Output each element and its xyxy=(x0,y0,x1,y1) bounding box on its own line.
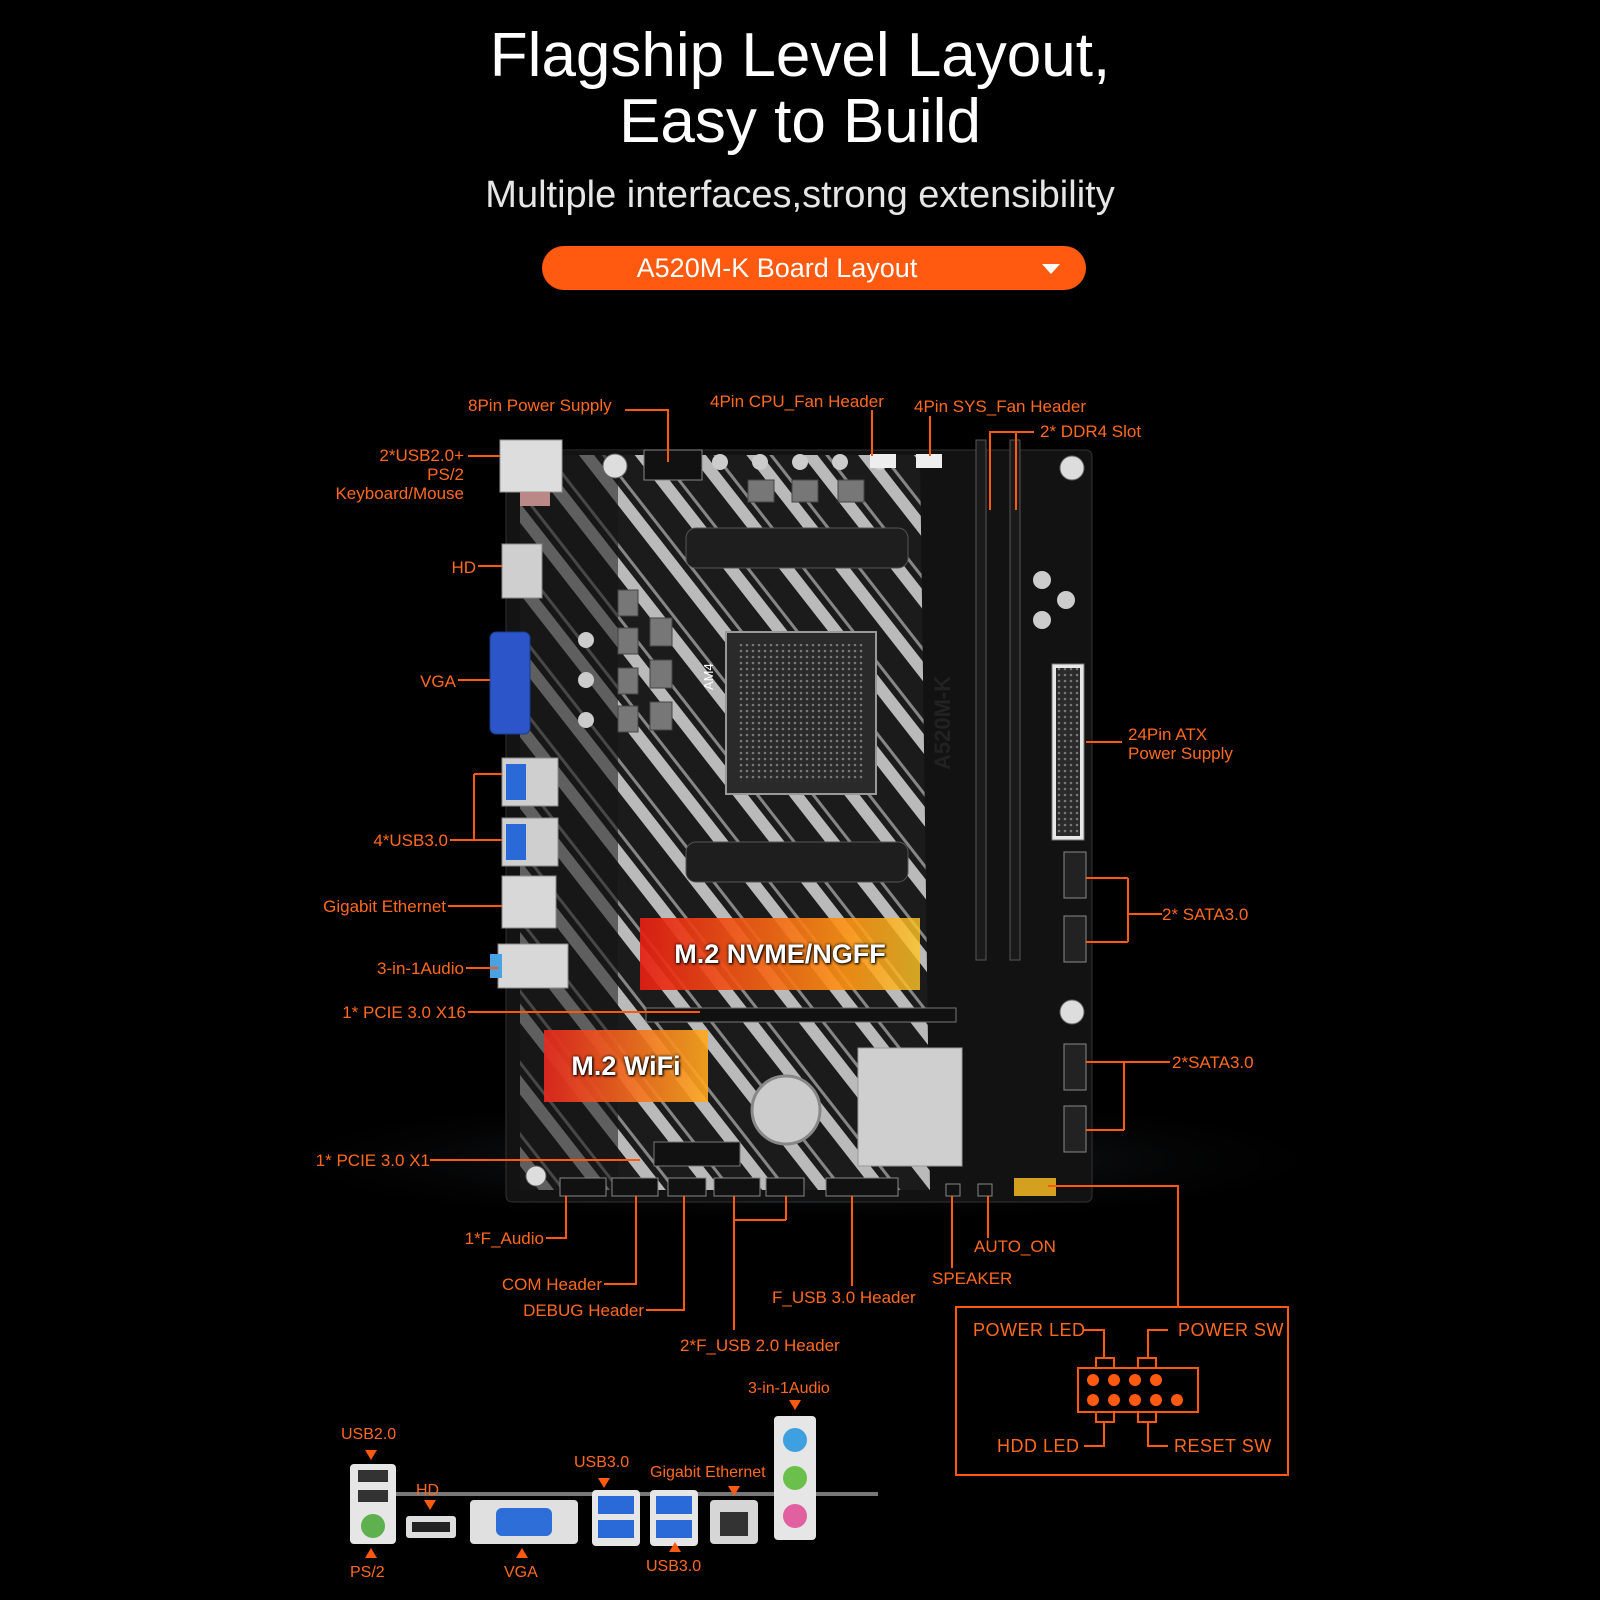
pcie-x16-slot xyxy=(645,1007,957,1023)
label-usb-ps2-1: 2*USB2.0+ xyxy=(379,446,464,465)
retention-bottom xyxy=(685,841,909,883)
label-vga: VGA xyxy=(420,672,456,691)
retention-top xyxy=(685,527,909,569)
io-label-vga: VGA xyxy=(504,1564,538,1581)
ddr4-slot-2 xyxy=(1009,439,1021,961)
board-layout-label: A520M-K Board Layout xyxy=(636,253,918,283)
io-label-ps2: PS/2 xyxy=(350,1564,385,1581)
label-atx24-1: 24Pin ATX xyxy=(1128,725,1208,744)
front-panel-header xyxy=(1014,1178,1056,1196)
front-panel-legend xyxy=(955,1306,1289,1476)
label-hd: HD xyxy=(451,558,476,577)
sata-2 xyxy=(1063,915,1087,963)
title-line-2: Easy to Build xyxy=(619,87,981,156)
sata-3 xyxy=(1063,1043,1087,1091)
leader-lines xyxy=(430,409,1179,1330)
io-label-gigabit-ethernet: Gigabit Ethernet xyxy=(650,1464,766,1481)
label-audio: 3-in-1Audio xyxy=(377,959,464,978)
label-atx24-2: Power Supply xyxy=(1128,744,1233,763)
label-debug-header: DEBUG Header xyxy=(523,1301,644,1320)
front-panel-pins xyxy=(1077,1329,1199,1447)
caret-down-icon xyxy=(1042,264,1060,274)
cmos-battery xyxy=(750,1074,822,1146)
label-gigabit-ethernet: Gigabit Ethernet xyxy=(323,897,446,916)
pcie-x1-slot xyxy=(653,1141,741,1167)
label-com-header: COM Header xyxy=(501,1275,602,1294)
label-f-audio: 1*F_Audio xyxy=(464,1229,544,1248)
label-auto-on: AUTO_ON xyxy=(974,1237,1056,1256)
label-usb-ps2-2: PS/2 xyxy=(427,465,464,484)
label-f-usb20: 2*F_USB 2.0 Header xyxy=(680,1336,840,1355)
vrm-chokes xyxy=(617,479,865,733)
mount-hole xyxy=(602,453,628,479)
io-vga xyxy=(489,631,531,735)
io-label-usb20: USB2.0 xyxy=(341,1426,397,1443)
rear-io-panel xyxy=(350,1400,878,1558)
sata-4 xyxy=(1063,1105,1087,1153)
bottom-headers xyxy=(559,1177,993,1197)
label-usb30: 4*USB3.0 xyxy=(373,831,448,850)
title-line-1: Flagship Level Layout, xyxy=(489,21,1111,90)
label-sys-fan: 4Pin SYS_Fan Header xyxy=(914,397,1086,416)
label-speaker: SPEAKER xyxy=(932,1269,1013,1288)
label-sata-top: 2* SATA3.0 xyxy=(1162,905,1249,924)
label-usb-ps2-3: Keyboard/Mouse xyxy=(335,484,464,503)
label-ddr4: 2* DDR4 Slot xyxy=(1040,422,1142,441)
cpu-fan-header xyxy=(870,454,896,468)
label-power-sw: POWER SW xyxy=(1178,1320,1284,1340)
label-cpu-fan: 4Pin CPU_Fan Header xyxy=(710,392,884,411)
cpu-power-8pin xyxy=(643,449,703,481)
io-ethernet xyxy=(501,875,557,929)
io-hdmi xyxy=(501,543,543,599)
sys-fan-header xyxy=(916,454,942,468)
label-pcie-x1: 1* PCIE 3.0 X1 xyxy=(315,1151,430,1170)
chipset-heatsink xyxy=(857,1047,963,1167)
ddr4-slot-1 xyxy=(975,439,987,961)
io-label-usb30-bottom: USB3.0 xyxy=(646,1558,702,1575)
sata-1 xyxy=(1063,851,1087,899)
io-label-hd: HD xyxy=(416,1482,440,1499)
label-pcie-x16: 1* PCIE 3.0 X16 xyxy=(342,1003,466,1022)
subtitle: Multiple interfaces,strong extensibility xyxy=(485,174,1115,216)
m2-wifi-slot-label: M.2 WiFi xyxy=(544,1030,708,1102)
label-f-usb30: F_USB 3.0 Header xyxy=(772,1288,916,1307)
io-label-usb30-top: USB3.0 xyxy=(574,1454,630,1471)
m2-nvme-slot-label: M.2 NVME/NGFF xyxy=(640,918,920,990)
io-audio xyxy=(497,943,569,989)
io-label-audio: 3-in-1Audio xyxy=(748,1380,830,1397)
label-hdd-led: HDD LED xyxy=(997,1436,1080,1456)
board-layout-dropdown[interactable]: A520M-K Board Layout xyxy=(542,246,1086,290)
label-8pin-power: 8Pin Power Supply xyxy=(468,396,612,415)
label-sata-bottom: 2*SATA3.0 xyxy=(1172,1053,1254,1072)
label-power-led: POWER LED xyxy=(973,1320,1086,1340)
socket-text: AM4 xyxy=(701,663,716,690)
io-usb-ps2 xyxy=(499,439,563,493)
label-reset-sw: RESET SW xyxy=(1174,1436,1272,1456)
model-silkscreen: A520M-K xyxy=(930,676,955,770)
